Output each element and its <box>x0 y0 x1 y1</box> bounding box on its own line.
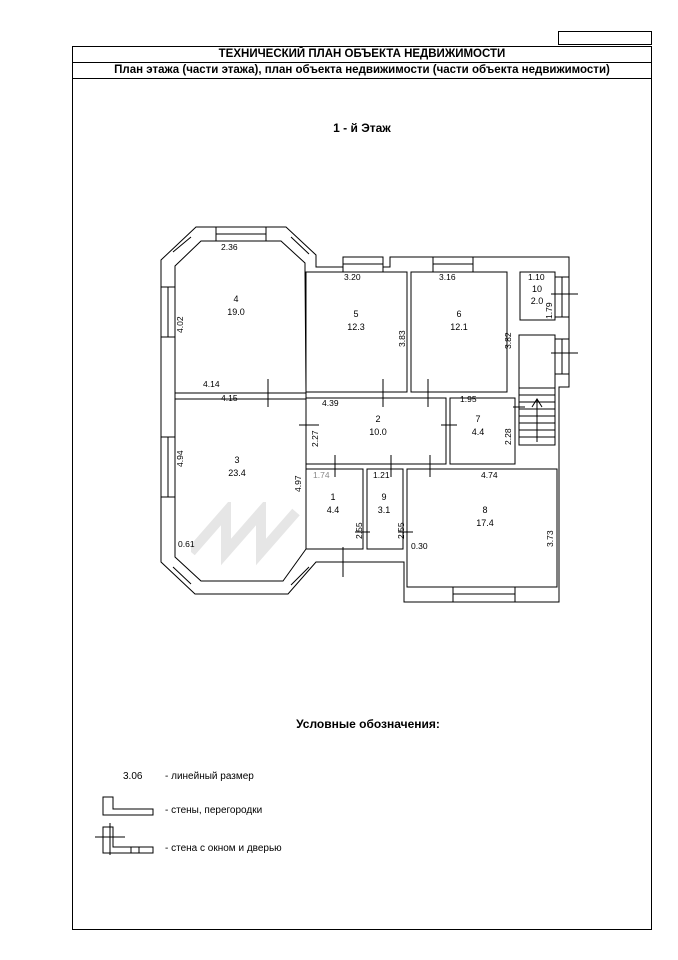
dim-label: 4.97 <box>293 475 303 492</box>
dim-label: 0.61 <box>178 539 195 549</box>
watermark-logo <box>187 498 311 577</box>
legend-wall-icon <box>102 796 154 816</box>
room-1-number: 1 <box>330 492 335 502</box>
dim-label: 1.79 <box>544 302 554 319</box>
dim-label: 2.55 <box>396 522 406 539</box>
room-3-number: 3 <box>234 455 239 465</box>
floor-plan: 4 19.0 5 12.3 6 12.1 10 2.0 2 10.0 7 4.4… <box>95 226 578 855</box>
plan-sheet: ТЕХНИЧЕСКИЙ ПЛАН ОБЪЕКТА НЕДВИЖИМОСТИ Пл… <box>72 46 652 930</box>
room-7-outline <box>449 397 516 465</box>
dim-label: 2.55 <box>354 522 364 539</box>
room-8-number: 8 <box>482 505 487 515</box>
room-6-number: 6 <box>456 309 461 319</box>
legend-item-dimension: - линейный размер <box>165 771 254 782</box>
room-7-area: 4.4 <box>472 427 485 437</box>
room-9-number: 9 <box>381 492 386 502</box>
room-2-outline <box>305 397 447 465</box>
legend-item-walls: - стены, перегородки <box>165 805 263 816</box>
dim-label: 1.74 <box>313 470 330 480</box>
dim-label: 4.39 <box>322 398 339 408</box>
room-1-area: 4.4 <box>327 505 340 515</box>
dim-label: 4.14 <box>203 379 220 389</box>
dim-label: 3.83 <box>397 330 407 347</box>
dim-label: 0.30 <box>411 541 428 551</box>
document-title: ТЕХНИЧЕСКИЙ ПЛАН ОБЪЕКТА НЕДВИЖИМОСТИ <box>73 47 651 63</box>
room-8-area: 17.4 <box>476 518 494 528</box>
room-9-outline <box>366 468 404 550</box>
room-6-area: 12.1 <box>450 322 468 332</box>
room-8-outline <box>406 468 558 588</box>
room-4-number: 4 <box>233 294 238 304</box>
stair-outline <box>518 334 556 446</box>
legend-title: Условные обозначения: <box>296 717 440 731</box>
dim-label: 1.95 <box>460 394 477 404</box>
room-10-number: 10 <box>532 284 542 294</box>
room-9-area: 3.1 <box>378 505 391 515</box>
room-4-area: 19.0 <box>227 307 245 317</box>
dim-label: 4.94 <box>175 450 185 467</box>
dim-label: 3.82 <box>503 332 513 349</box>
dim-label: 4.15 <box>221 393 238 403</box>
room-2-number: 2 <box>375 414 380 424</box>
legend-sample-dimension: 3.06 <box>123 771 143 782</box>
dim-label: 1.21 <box>373 470 390 480</box>
legend-item-window-door: - стена с окном и дверью <box>165 843 282 854</box>
stamp-box <box>558 31 652 45</box>
dim-label: 3.16 <box>439 272 456 282</box>
room-10-area: 2.0 <box>531 296 544 306</box>
dim-label: 2.27 <box>310 430 320 447</box>
inner-wall-left <box>174 240 307 582</box>
room-5-area: 12.3 <box>347 322 365 332</box>
dim-label: 2.28 <box>503 428 513 445</box>
floor-title: 1 - й Этаж <box>333 121 391 135</box>
dim-label: 4.02 <box>175 316 185 333</box>
room-5-outline <box>305 271 408 393</box>
room-2-area: 10.0 <box>369 427 387 437</box>
outer-wall-left <box>160 226 570 603</box>
room-3-area: 23.4 <box>228 468 246 478</box>
document-subtitle: План этажа (части этажа), план объекта н… <box>73 63 651 79</box>
room-7-number: 7 <box>475 414 480 424</box>
legend-window-door-icon <box>102 826 154 854</box>
dim-label: 1.10 <box>528 272 545 282</box>
room-6-outline <box>410 271 508 393</box>
dim-label: 3.20 <box>344 272 361 282</box>
room-5-number: 5 <box>353 309 358 319</box>
dim-label: 3.73 <box>545 530 555 547</box>
dim-label: 2.36 <box>221 242 238 252</box>
dim-label: 4.74 <box>481 470 498 480</box>
